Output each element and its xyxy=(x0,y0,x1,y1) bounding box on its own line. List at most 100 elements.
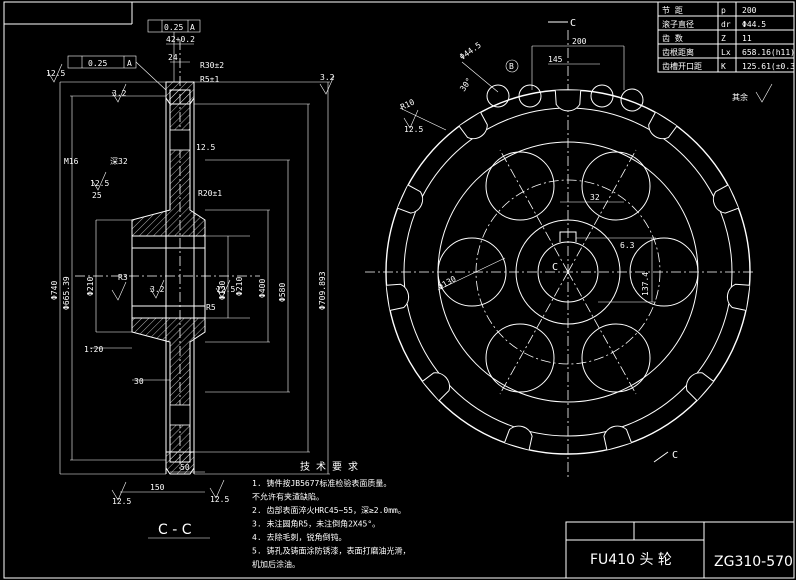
dim-phi580: Φ580 xyxy=(278,283,287,302)
roughness-note-label: 其余 xyxy=(732,92,748,102)
roughness-symbol xyxy=(319,75,335,95)
section-mark: C xyxy=(570,18,576,29)
dim-137-4: 137.4 xyxy=(641,272,650,296)
bore xyxy=(537,241,599,303)
tech-req-item: 不允许有夹渣缺陷。 xyxy=(252,492,324,502)
section-mark: C xyxy=(672,450,678,461)
dim-25: 25 xyxy=(92,191,102,200)
dim-32: 32 xyxy=(590,193,600,202)
datum-label: A xyxy=(190,23,195,32)
roughness-value: 12.5 xyxy=(404,125,423,134)
roughness-value: 3.2 xyxy=(150,285,165,294)
dim-50: 50 xyxy=(180,463,190,472)
tooth-notch xyxy=(648,112,678,140)
datum-label: A xyxy=(127,59,132,68)
param-name: 齿根距离 xyxy=(662,47,694,57)
hub-outer xyxy=(515,219,621,325)
material-code: ZG310-570 xyxy=(714,554,793,570)
keyway xyxy=(559,231,577,242)
tooth-notch xyxy=(386,283,410,311)
param-value: 11 xyxy=(742,34,752,43)
roller-circle xyxy=(486,84,510,108)
dim-42: 42+0.2 xyxy=(166,35,195,44)
dim-r5: R5 xyxy=(206,303,216,312)
param-symbol: K xyxy=(721,62,726,71)
detail-b-label: B xyxy=(509,62,514,71)
dim-24: 24 xyxy=(168,53,178,62)
param-symbol: Z xyxy=(721,34,726,43)
roughness-value: 12.5 xyxy=(112,497,131,506)
roughness-symbol xyxy=(149,279,165,299)
tech-req-item: 5. 铸孔及铸面涂防锈漆，表面打磨油光滑， xyxy=(252,546,410,556)
param-name: 齿槽开口距 xyxy=(662,61,702,71)
tooth-notch xyxy=(458,112,488,140)
roughness-value: 6.3 xyxy=(620,241,635,250)
roller-circle xyxy=(620,88,644,112)
roughness-value: 12.5 xyxy=(46,69,65,78)
roughness-value: 12.5 xyxy=(196,143,215,152)
part-name: FU410 头 轮 xyxy=(590,552,672,568)
dim-145: 145 xyxy=(548,55,563,64)
tech-req-item: 1. 铸件按JB5677标准检验表面质量。 xyxy=(252,478,391,488)
tooth-notch xyxy=(685,372,714,401)
roughness-symbol xyxy=(111,281,127,301)
title-block: FU410 头 轮 ZG310-570 xyxy=(565,521,795,579)
tooth-notch xyxy=(554,90,582,112)
sprocket-outer-rim xyxy=(385,89,751,455)
dim-30: 30 xyxy=(134,377,144,386)
front-view: 200 145 Φ44.5 30° B R10 12.5 32 6.3 137.… xyxy=(365,18,755,480)
dim-r20: R20±1 xyxy=(198,189,222,198)
param-symbol: Lx xyxy=(721,48,731,57)
detail-b-marker xyxy=(505,59,519,73)
section-view: 0.25 A 0.25 A 42+0.2 24 R30±2 R5±1 3.2 1… xyxy=(46,19,335,539)
roughness-value: 3.2 xyxy=(320,73,335,82)
roughness-symbol xyxy=(215,279,231,299)
param-symbol: dr xyxy=(721,20,731,29)
lightening-holes xyxy=(437,151,699,393)
roughness-value: 3.2 xyxy=(112,89,127,98)
dim-r3: R3 xyxy=(118,273,128,282)
dim-phi210: Φ210 xyxy=(235,277,244,296)
roughness-symbol xyxy=(111,83,127,103)
tooth-notch xyxy=(603,425,632,450)
roughness-symbol xyxy=(47,63,63,83)
dim-r10: R10 xyxy=(399,97,416,111)
center-mark-c: C xyxy=(552,262,558,273)
param-name: 滚子直径 xyxy=(662,19,694,29)
roughness-symbol xyxy=(403,109,419,129)
dim-150: 150 xyxy=(150,483,165,492)
drawing-frame xyxy=(3,1,795,579)
roughness-value: 12.5 xyxy=(90,179,109,188)
dim-phi400: Φ400 xyxy=(258,279,267,298)
param-name: 节 距 xyxy=(662,6,683,15)
tooth-notch xyxy=(504,425,533,450)
dim-phi740: Φ740 xyxy=(50,281,59,300)
section-label: C - C xyxy=(158,522,192,538)
tooth-notch xyxy=(726,283,750,311)
tech-req-item: 4. 去除毛刺，锐角倒钝。 xyxy=(252,532,346,542)
tooth-notch xyxy=(422,372,451,401)
dim-30deg: 30° xyxy=(458,76,474,93)
roughness-note: 其余 xyxy=(732,83,773,103)
roughness-symbol xyxy=(209,479,225,499)
tech-req-item: 2. 齿部表面淬火HRC45~55，深≥2.0mm。 xyxy=(252,505,406,515)
rim-upper xyxy=(165,81,195,105)
tech-requirements: 技 术 要 求 1. 铸件按JB5677标准检验表面质量。 不允许有夹渣缺陷。2… xyxy=(252,460,410,569)
dim-phi130: Φ130 xyxy=(437,274,458,292)
dim-r30: R30±2 xyxy=(200,61,224,70)
dim-m16: M16 xyxy=(64,157,79,166)
dim-phi665: Φ665.39 xyxy=(62,276,71,310)
roughness-value: 12.5 xyxy=(210,495,229,504)
dim-phi130: Φ130 xyxy=(218,281,227,300)
roller-circle xyxy=(518,84,542,108)
roughness-symbol xyxy=(755,83,773,103)
tooth-notch xyxy=(397,184,424,214)
param-value: 658.16(h11) xyxy=(742,48,795,57)
tol-value: 0.25 xyxy=(164,23,183,32)
tech-req-item: 3. 未注圆角R5，未注倒角2X45°。 xyxy=(252,519,380,529)
tooth-notch xyxy=(712,184,739,214)
param-value: 125.61(±0.3) xyxy=(742,62,796,71)
param-name: 齿 数 xyxy=(662,33,683,43)
dim-taper: 1:20 xyxy=(84,345,103,354)
